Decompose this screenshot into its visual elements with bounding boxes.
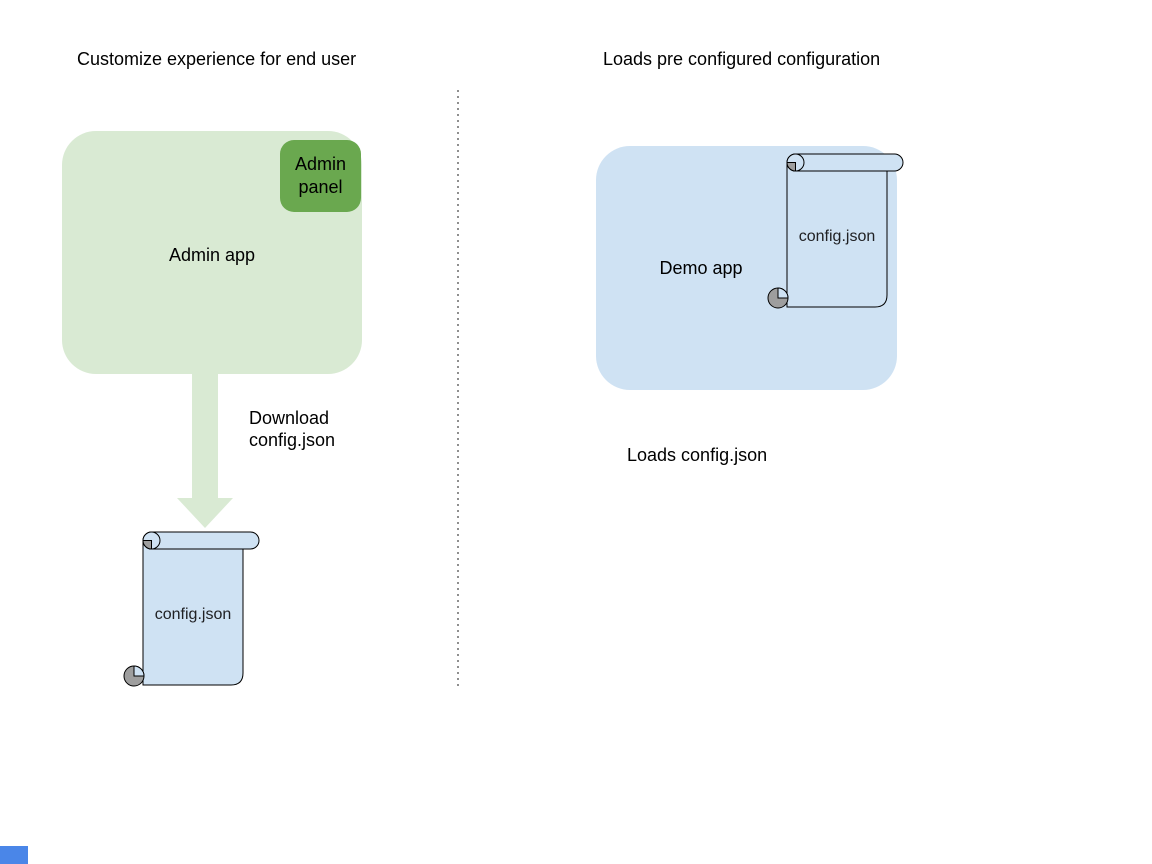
download-arrow-shaft bbox=[192, 374, 218, 498]
config-json-scroll-left: config.json bbox=[123, 531, 260, 687]
config-json-scroll-right: config.json bbox=[767, 153, 904, 309]
scroll-body bbox=[142, 540, 244, 686]
config-file-label-right: config.json bbox=[799, 228, 876, 245]
scroll-bottom-curl-notch bbox=[777, 287, 789, 299]
scroll-body bbox=[786, 162, 888, 308]
scroll-top-curl-shade bbox=[786, 162, 796, 172]
left-section-title: Customize experience for end user bbox=[77, 49, 357, 69]
config-file-label-left: config.json bbox=[155, 606, 232, 623]
scroll-top-curl-shade bbox=[142, 540, 152, 550]
admin-panel-box: Admin panel bbox=[280, 140, 361, 212]
scroll-bottom-curl-notch bbox=[133, 665, 145, 677]
bottom-left-blue-rect bbox=[0, 846, 28, 864]
right-section-title: Loads pre configured configuration bbox=[603, 49, 881, 69]
demo-app-label: Demo app bbox=[659, 258, 743, 278]
download-arrow-label: Download config.json bbox=[249, 408, 336, 450]
loads-config-caption: Loads config.json bbox=[627, 445, 768, 465]
download-arrow-head bbox=[177, 498, 233, 528]
admin-panel-label: Admin panel bbox=[294, 154, 347, 197]
admin-app-label: Admin app bbox=[168, 245, 256, 265]
section-divider bbox=[457, 90, 459, 686]
